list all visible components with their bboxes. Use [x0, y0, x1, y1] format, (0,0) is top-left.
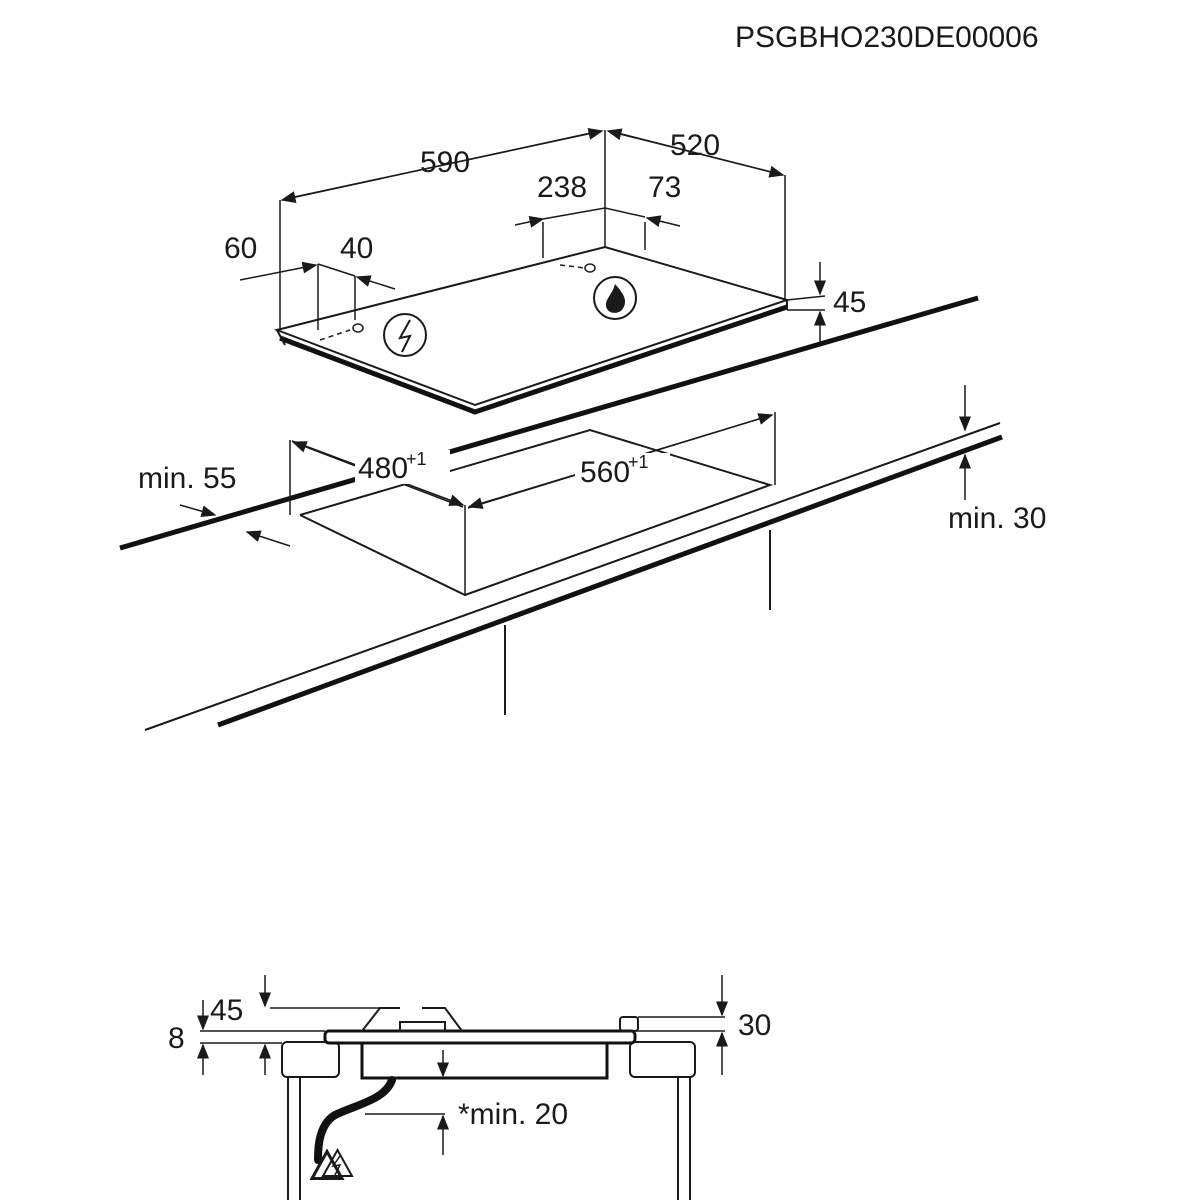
dim-min-front: min. 55 [138, 462, 236, 495]
lightning-icon [398, 319, 412, 353]
dim-cutout-depth-tol: +1 [406, 449, 427, 469]
dim-min-thickness: min. 30 [948, 502, 1046, 535]
dim-cutout-width: 560 [580, 456, 630, 489]
gas-connection-icon [593, 276, 637, 320]
dim-depth: 520 [670, 129, 720, 162]
reference-code: PSGBHO230DE00006 [735, 21, 1039, 54]
dim-width: 590 [420, 146, 470, 179]
flame-icon [605, 284, 626, 313]
side-frame-height: 8 [168, 1022, 185, 1055]
dim-gas-right: 73 [648, 171, 681, 204]
side-view [197, 975, 728, 1200]
dim-elec-right: 40 [340, 232, 373, 265]
worktop-cutout [119, 295, 1003, 731]
hob-perspective [273, 245, 791, 415]
dim-cutout-width-tol: +1 [628, 452, 649, 472]
electric-connection-icon [383, 313, 427, 357]
side-min-clearance: *min. 20 [458, 1098, 568, 1131]
dim-cutout-depth: 480 [358, 452, 408, 485]
dim-gas-left: 238 [537, 171, 587, 204]
electric-warning-icon [321, 1147, 354, 1177]
dim-elec-left: 60 [224, 232, 257, 265]
dim-height: 45 [833, 286, 866, 319]
side-knob-height: 30 [738, 1009, 771, 1042]
hob-dimension-lines [239, 127, 826, 342]
hob-edge [279, 304, 788, 415]
side-total-height: 45 [210, 994, 243, 1027]
